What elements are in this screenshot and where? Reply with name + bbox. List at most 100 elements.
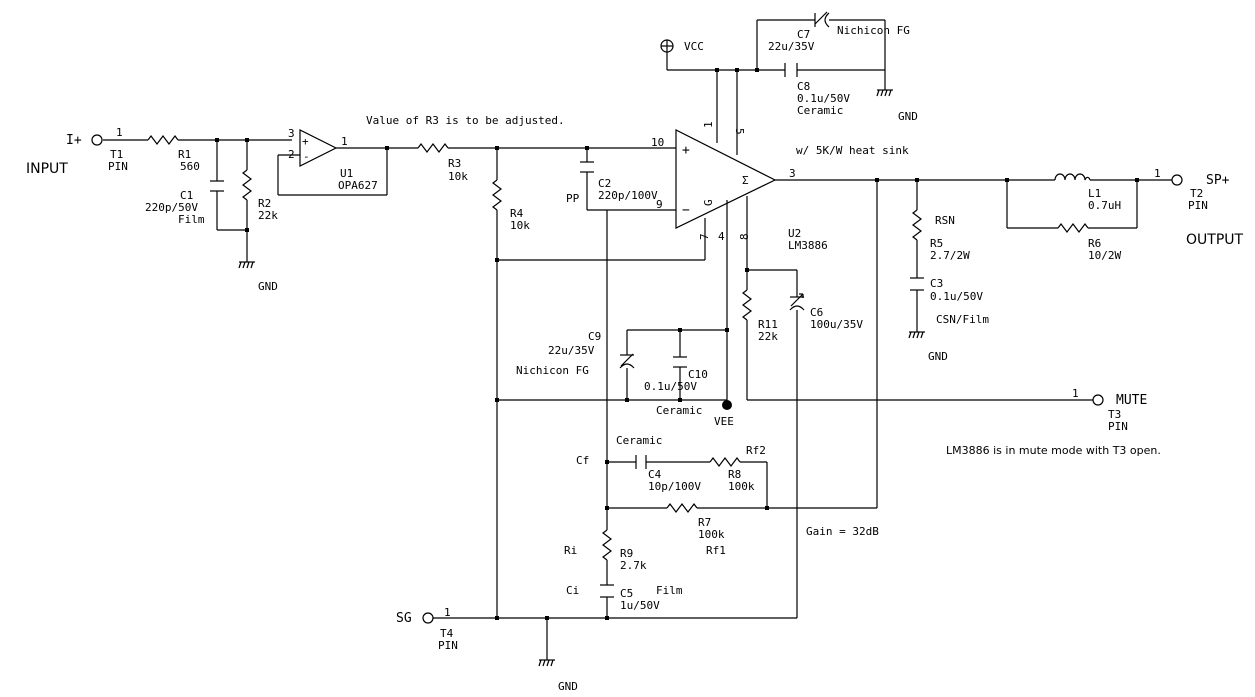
c9-value: 22u/35V — [548, 344, 595, 357]
c2-note: PP — [566, 192, 580, 205]
c7-capacitor-symbol — [814, 11, 830, 28]
l1-value: 0.7uH — [1088, 199, 1121, 212]
r11-value: 22k — [758, 330, 778, 343]
r3-adjust-note: Value of R3 is to be adjusted. — [366, 114, 565, 127]
t2-ref: T2 — [1190, 187, 1203, 200]
r8-resistor-symbol — [709, 457, 741, 467]
r7-resistor-symbol — [666, 503, 698, 513]
t3-label: MUTE — [1116, 393, 1147, 408]
r6-resistor-symbol — [1057, 223, 1089, 233]
r5-value: 2.7/2W — [930, 249, 970, 262]
l1-ref: L1 — [1088, 187, 1101, 200]
c1-note: Film — [178, 213, 205, 226]
c10-ref: C10 — [688, 368, 708, 381]
r11-resistor-symbol — [742, 289, 752, 321]
u2-pin-8: 8 — [738, 233, 751, 240]
r7-role: Rf1 — [706, 544, 726, 557]
c3-value: 0.1u/50V — [930, 290, 983, 303]
r8-role: Rf2 — [746, 444, 766, 457]
u1-plus: + — [302, 135, 309, 148]
r5-ref: R5 — [930, 237, 943, 250]
u2-pin-9: 9 — [656, 198, 663, 211]
r4-value: 10k — [510, 219, 530, 232]
r3-ref: R3 — [448, 157, 461, 170]
mute-note: LM3886 is in mute mode with T3 open. — [946, 444, 1161, 457]
u2-pin-5: 5 — [733, 128, 746, 135]
c6-value: 100u/35V — [810, 318, 863, 331]
u1-pin-3: 3 — [288, 127, 295, 140]
r2-value: 22k — [258, 209, 278, 222]
u1-opamp-symbol — [299, 129, 338, 167]
t3-pin-number: 1 — [1072, 387, 1079, 400]
u2-sigma: Σ — [742, 174, 749, 187]
c7-ref: C7 — [797, 28, 810, 41]
r11-ref: R11 — [758, 318, 778, 331]
u1-value: OPA627 — [338, 179, 378, 192]
c7-note: Nichicon FG — [837, 24, 910, 37]
c1-value: 220p/50V — [145, 201, 198, 214]
c3-ref: C3 — [930, 277, 943, 290]
c4-value: 10p/100V — [648, 480, 701, 493]
t4-ref: T4 — [440, 627, 454, 640]
c10-capacitor-symbol — [673, 356, 687, 368]
output-label: OUTPUT — [1186, 232, 1244, 248]
gnd-label-1: GND — [258, 280, 278, 293]
u2-value: LM3886 — [788, 239, 828, 252]
c10-note: Ceramic — [656, 404, 702, 417]
t1-pin-number: 1 — [116, 126, 123, 139]
c2-value: 220p/100V — [598, 189, 658, 202]
gnd-label-4: GND — [558, 680, 578, 693]
u2-minus: − — [682, 203, 690, 218]
c4-capacitor-symbol — [635, 455, 647, 469]
c4-ref: C4 — [648, 468, 662, 481]
c4-role: Cf — [576, 454, 589, 467]
r1-resistor-symbol — [147, 135, 179, 145]
u2-pin-10: 10 — [651, 136, 664, 149]
c4-note: Ceramic — [616, 434, 662, 447]
t3-type: PIN — [1108, 420, 1128, 433]
r4-resistor-symbol — [492, 179, 502, 211]
vcc-symbol-icon — [660, 39, 674, 53]
l1-inductor-symbol — [1054, 173, 1091, 181]
c9-note: Nichicon FG — [516, 364, 589, 377]
wires — [103, 19, 1172, 660]
vee-symbol-icon — [722, 400, 732, 410]
c5-role: Ci — [566, 584, 579, 597]
c9-capacitor-symbol — [619, 353, 635, 369]
r8-ref: R8 — [728, 468, 741, 481]
c8-value: 0.1u/50V — [797, 92, 850, 105]
r5-role: RSN — [935, 214, 955, 227]
c9-ref: C9 — [588, 330, 601, 343]
r7-value: 100k — [698, 528, 725, 541]
t1-label: I+ — [66, 133, 82, 148]
c3-note: CSN/Film — [936, 313, 989, 326]
r8-value: 100k — [728, 480, 755, 493]
u2-pin-7: 7 — [698, 233, 711, 240]
c2-capacitor-symbol — [580, 161, 594, 173]
r3-resistor-symbol — [417, 143, 449, 153]
r2-resistor-symbol — [242, 169, 252, 201]
c6-ref: C6 — [810, 306, 823, 319]
c5-ref: C5 — [620, 587, 633, 600]
gain-note: Gain = 32dB — [806, 525, 879, 538]
r2-ref: R2 — [258, 197, 271, 210]
t4-label: SG — [396, 611, 412, 626]
t4-pin-number: 1 — [444, 606, 451, 619]
t1-ref: T1 — [110, 148, 123, 161]
t2-terminal-icon — [1171, 174, 1183, 186]
r9-ref: R9 — [620, 547, 633, 560]
c3-capacitor-symbol — [910, 277, 924, 291]
c10-value: 0.1u/50V — [644, 380, 697, 393]
r5-resistor-symbol — [912, 209, 922, 241]
r3-value: 10k — [448, 170, 468, 183]
t4-terminal-icon — [422, 612, 434, 624]
c8-note: Ceramic — [797, 104, 843, 117]
r4-ref: R4 — [510, 207, 524, 220]
t1-terminal-icon — [91, 134, 103, 146]
r9-resistor-symbol — [602, 529, 612, 561]
heat-sink-note: w/ 5K/W heat sink — [796, 144, 909, 157]
u2-ref: U2 — [788, 227, 801, 240]
u2-plus: + — [682, 143, 690, 158]
r9-role: Ri — [564, 544, 577, 557]
